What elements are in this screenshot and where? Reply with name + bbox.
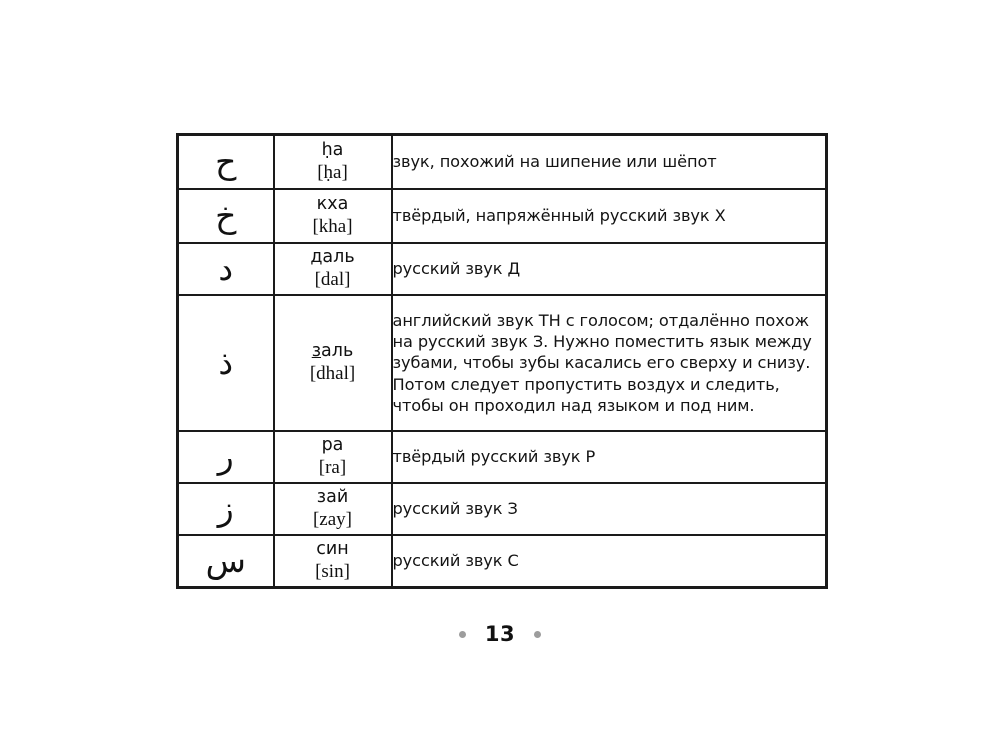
table-row: ز зай [zay] русский звук З: [176, 482, 828, 536]
letter-transcription: [dhal]: [309, 363, 356, 385]
arabic-letter-cell: ذ: [176, 294, 275, 432]
arabic-letter-cell: ز: [176, 482, 275, 536]
arabic-alphabet-table: ح ḥa [ḥa] звук, похожий на шипение или ш…: [176, 133, 828, 589]
letter-transcription: [ra]: [318, 457, 347, 479]
letter-name: заль: [275, 341, 391, 362]
footer-right-dot-icon: [534, 630, 542, 638]
letter-transcription: [kha]: [312, 216, 353, 238]
description-cell: твёрдый русский звук Р: [390, 430, 828, 484]
page-number: 13: [484, 622, 516, 646]
letter-name: син: [316, 538, 349, 559]
transliteration-cell: ра [ra]: [272, 430, 393, 484]
letter-name: ḥa: [321, 139, 344, 160]
description-cell: русский звук З: [390, 482, 828, 536]
table-row: د даль [dal] русский звук Д: [176, 242, 828, 296]
table-row: ر ра [ra] твёрдый русский звук Р: [176, 430, 828, 484]
letter-transcription: [sin]: [315, 561, 350, 583]
letter-transcription: [ḥa]: [317, 162, 348, 184]
arabic-letter-cell: د: [176, 242, 275, 296]
letter-name: зай: [316, 486, 349, 507]
description-cell: английский звук TH с голосом; отдалённо …: [390, 294, 828, 432]
footer-left-dot-icon: [458, 630, 466, 638]
table-body: ح ḥa [ḥa] звук, похожий на шипение или ш…: [176, 133, 828, 589]
arabic-letter-cell: س: [176, 534, 275, 589]
table-row: خ кха [kha] твёрдый, напряжённый русский…: [176, 188, 828, 244]
transliteration-cell: зай [zay]: [272, 482, 393, 536]
transliteration-cell: заль [dhal]: [272, 294, 393, 432]
transliteration-cell: ḥa [ḥa]: [272, 133, 393, 190]
table-row: س син [sin] русский звук С: [176, 534, 828, 589]
letter-name: даль: [310, 246, 355, 267]
description-cell: твёрдый, напряжённый русский звук Х: [390, 188, 828, 244]
description-cell: русский звук Д: [390, 242, 828, 296]
table-row: ح ḥa [ḥa] звук, похожий на шипение или ш…: [176, 133, 828, 190]
letter-name: ра: [321, 434, 344, 455]
description-cell: звук, похожий на шипение или шёпот: [390, 133, 828, 190]
arabic-letter-cell: ح: [176, 133, 275, 190]
transliteration-cell: даль [dal]: [272, 242, 393, 296]
letter-name-rest: аль: [321, 340, 354, 361]
transliteration-cell: син [sin]: [272, 534, 393, 589]
letter-transcription: [dal]: [314, 269, 351, 291]
letter-name: кха: [316, 193, 349, 214]
arabic-letter-cell: ر: [176, 430, 275, 484]
transliteration-cell: кха [kha]: [272, 188, 393, 244]
letter-name-underlined-part: з: [311, 340, 322, 361]
page-footer: 13: [0, 622, 1000, 646]
description-cell: русский звук С: [390, 534, 828, 589]
table-row: ذ заль [dhal] английский звук TH с голос…: [176, 294, 828, 432]
arabic-letter-cell: خ: [176, 188, 275, 244]
letter-transcription: [zay]: [312, 509, 353, 531]
